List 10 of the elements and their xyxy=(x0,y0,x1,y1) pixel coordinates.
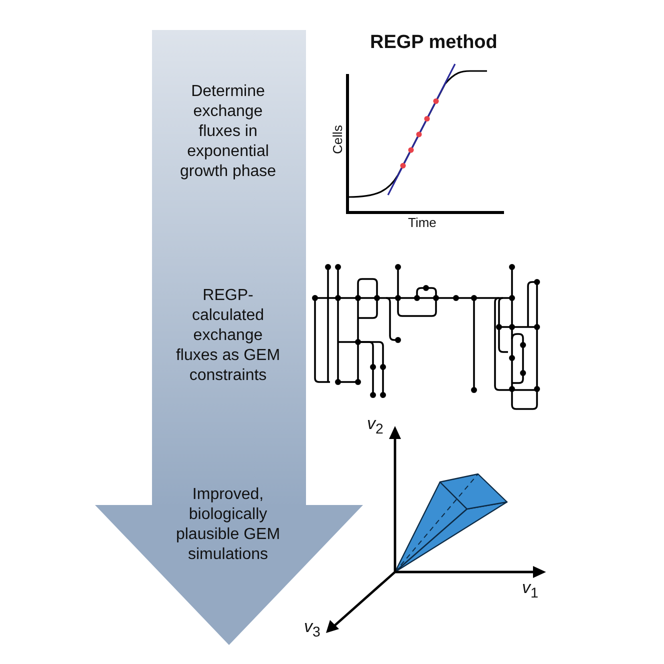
axis-label: v$_{2}$ xyxy=(367,414,384,440)
axis-label: v$_{3}$ xyxy=(304,617,320,642)
axis-label: Cells xyxy=(330,125,345,154)
chart-title: REGP method xyxy=(370,32,498,54)
step-text: Determine exchange fluxes in exponential growth phase xyxy=(178,82,278,182)
step-text: Improved, biologically plausible GEM simulations xyxy=(174,485,282,565)
axis-label: v$_{1}$ xyxy=(522,578,538,604)
step-text: REGP-calculated exchange fluxes as GEM constraints xyxy=(174,286,282,386)
process-arrow xyxy=(95,30,363,646)
axis-label: Time xyxy=(408,215,436,230)
